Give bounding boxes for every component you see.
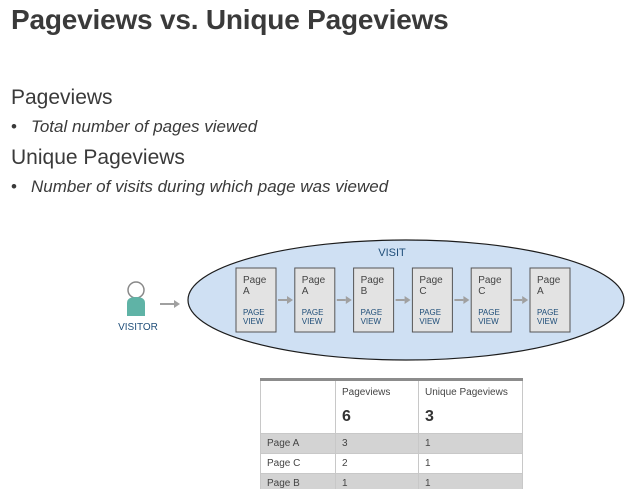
page-view-box [529, 267, 571, 333]
pageviews-definition: Total number of pages viewed [31, 117, 258, 136]
page-name-label: Page [361, 275, 385, 286]
page-name-label: Page [243, 275, 267, 286]
table-cell-page: Page C [260, 453, 336, 474]
page-view-label: PAGE [478, 308, 500, 317]
column-header-pageviews: Pageviews [342, 387, 391, 398]
page-view-label: PAGE [302, 308, 324, 317]
page-view-label: VIEW [361, 317, 382, 326]
page-letter-label: C [419, 286, 426, 297]
page-letter-label: A [537, 286, 544, 297]
page-view-label: PAGE [361, 308, 383, 317]
pageviews-bullet: • Total number of pages viewed [11, 117, 257, 137]
visitor-icon [127, 281, 145, 316]
page-view-box [411, 267, 453, 333]
sequence-arrow-head [463, 296, 470, 304]
page-view-box [470, 267, 512, 333]
page-name-label: Page [478, 275, 502, 286]
page-letter-label: A [243, 286, 250, 297]
page-view-sequence: PageAPAGEVIEWPageAPAGEVIEWPageBPAGEVIEWP… [235, 267, 571, 333]
pageviews-heading: Pageviews [11, 86, 113, 109]
bullet-marker: • [11, 177, 17, 196]
page-view-label: VIEW [478, 317, 499, 326]
pageviews-table: Pageviews 6 Unique Pageviews 3 Page A 3 … [260, 378, 523, 489]
sequence-arrow-head [345, 296, 352, 304]
page-name-label: Page [537, 275, 561, 286]
visitor-arrow-head [174, 300, 180, 308]
page-view-label: VIEW [302, 317, 323, 326]
table-cell-unique: 1 [418, 473, 523, 489]
page-view-label: PAGE [419, 308, 441, 317]
page-view-box [353, 267, 395, 333]
page-view-box [294, 267, 336, 333]
sequence-arrow-head [522, 296, 529, 304]
table-row: Page C 2 1 [260, 453, 523, 474]
page-letter-label: C [478, 286, 485, 297]
table-row: Page B 1 1 [260, 473, 523, 489]
sequence-arrow-head [287, 296, 293, 304]
page-view-label: VIEW [419, 317, 440, 326]
table-cell-page: Page A [260, 433, 336, 454]
page-letter-label: B [361, 286, 368, 297]
table-cell-page: Page B [260, 473, 336, 489]
table-header-cell: Unique Pageviews 3 [418, 379, 523, 434]
total-pageviews: 6 [342, 408, 351, 425]
page-view-box [235, 267, 277, 333]
page-view-label: VIEW [537, 317, 558, 326]
table-row: Page A 3 1 [260, 433, 523, 454]
unique-pageviews-definition: Number of visits during which page was v… [31, 177, 389, 196]
visit-label: VISIT [378, 247, 406, 259]
page-title: Pageviews vs. Unique Pageviews [11, 4, 449, 35]
visitor-head [127, 281, 145, 299]
visitor-body [127, 297, 145, 316]
page-view-label: PAGE [537, 308, 559, 317]
table-cell-pageviews: 2 [335, 453, 419, 474]
visitor-label: VISITOR [118, 322, 158, 333]
unique-pageviews-bullet: • Number of visits during which page was … [11, 177, 388, 197]
table-cell-unique: 1 [418, 453, 523, 474]
table-header-cell: Pageviews 6 [335, 379, 419, 434]
page-name-label: Page [302, 275, 326, 286]
table-header-cell [260, 379, 336, 434]
table-header-row: Pageviews 6 Unique Pageviews 3 [260, 379, 523, 434]
table-cell-unique: 1 [418, 433, 523, 454]
total-unique-pageviews: 3 [425, 408, 434, 425]
page-letter-label: A [302, 286, 309, 297]
sequence-arrow-head [404, 296, 411, 304]
page-name-label: Page [419, 275, 443, 286]
unique-pageviews-heading: Unique Pageviews [11, 146, 185, 169]
page-view-label: PAGE [243, 308, 265, 317]
page-view-label: VIEW [243, 317, 264, 326]
table-cell-pageviews: 1 [335, 473, 419, 489]
bullet-marker: • [11, 117, 17, 136]
column-header-unique-pageviews: Unique Pageviews [425, 387, 508, 398]
table-cell-pageviews: 3 [335, 433, 419, 454]
